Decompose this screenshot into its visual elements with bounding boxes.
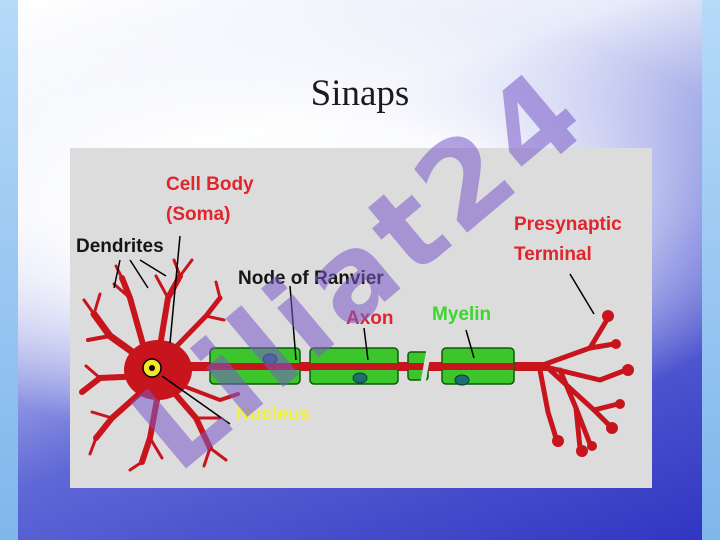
label-axon: Axon bbox=[346, 308, 394, 329]
neuron-diagram-panel: Cell Body (Soma) Dendrites Node of Ranvi… bbox=[70, 148, 652, 488]
right-edge bbox=[702, 0, 720, 540]
slide-title: Sinaps bbox=[310, 73, 410, 114]
left-edge bbox=[0, 0, 18, 540]
label-nucleus: Nucleus bbox=[236, 404, 310, 425]
label-dendrites: Dendrites bbox=[76, 236, 164, 257]
label-presynaptic: Presynaptic bbox=[514, 214, 622, 235]
schwann-nuclei bbox=[262, 353, 470, 386]
axon-break bbox=[419, 343, 433, 389]
leader-lines bbox=[113, 235, 595, 425]
label-cell-body: Cell Body bbox=[166, 174, 254, 195]
nucleolus bbox=[149, 365, 155, 371]
label-terminal: Terminal bbox=[514, 244, 592, 265]
label-soma: (Soma) bbox=[166, 204, 231, 225]
neuron-diagram bbox=[79, 235, 634, 472]
synaptic-knobs bbox=[552, 310, 634, 457]
axon-terminals bbox=[537, 315, 629, 451]
dendrites bbox=[79, 258, 240, 472]
label-myelin: Myelin bbox=[432, 304, 492, 325]
label-node-of-ranvier: Node of Ranvier bbox=[238, 268, 384, 289]
